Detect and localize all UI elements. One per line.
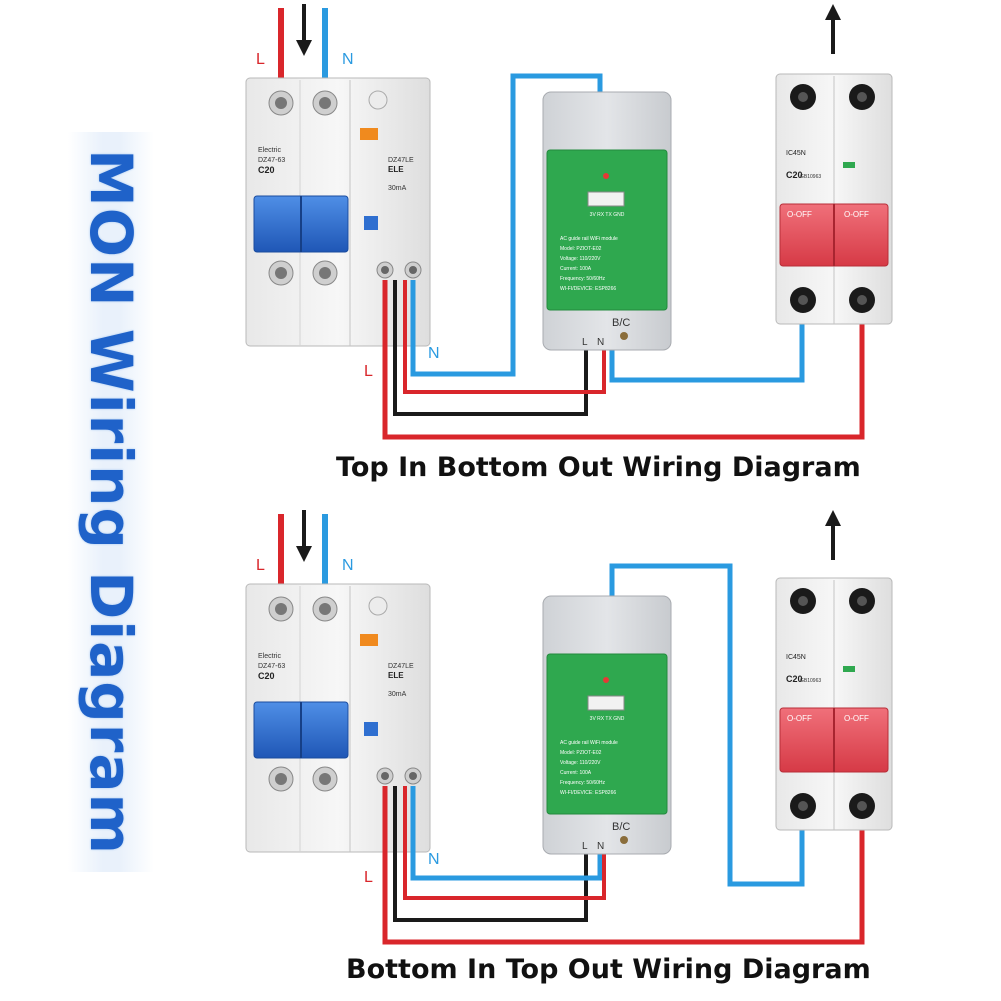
breaker-standard-2: GB10963 xyxy=(800,678,821,684)
module-line1-2: AC guide rail WiFi module xyxy=(560,740,618,746)
supply-neutral-label: N xyxy=(342,51,354,68)
module-line2-2: Model: PZIOT-E02 xyxy=(560,750,602,756)
supply-live-label: L xyxy=(256,51,265,68)
bottom-diagram: L N Electric DZ47-63 C20 DZ47LE ELE 30mA xyxy=(245,510,893,945)
module-ports-2: 3V RX TX GND xyxy=(590,716,625,722)
module-line1: AC guide rail WiFi module xyxy=(560,236,618,242)
rcbo-live-to-module-wire-2 xyxy=(393,786,588,922)
bottom-diagram-caption: Bottom In Top Out Wiring Diagram xyxy=(346,954,871,985)
rcbo-live-to-breaker-wire xyxy=(382,280,865,440)
rcbo-trip-current-2: 30mA xyxy=(388,691,407,698)
breaker-off-label-right-2: O-OFF xyxy=(844,714,869,723)
breaker-model: IC45N xyxy=(786,150,806,157)
module-neutral-to-breaker-wire-2 xyxy=(609,563,805,887)
rcbo-model-right-2: DZ47LE xyxy=(388,663,414,670)
breaker-off-label-left: O-OFF xyxy=(787,210,812,219)
output-breaker: IC45N C20 GB10963 O-OFF O-OFF xyxy=(775,73,893,325)
module-terminal-n: N xyxy=(597,337,604,348)
breaker-standard: GB10963 xyxy=(800,174,821,180)
module-live-wire xyxy=(403,280,606,394)
rcbo-rating-left: C20 xyxy=(258,165,275,175)
output-arrow xyxy=(825,4,841,54)
module-line6-2: WI-FI/DEVICE: ESP8266 xyxy=(560,790,616,796)
rcbo-neutral-label-2: N xyxy=(428,851,440,868)
module-button-label: B/C xyxy=(612,317,630,329)
breaker-off-label-right: O-OFF xyxy=(844,210,869,219)
rcbo-brand: Electric xyxy=(258,147,281,154)
side-title-background xyxy=(68,132,154,872)
module-neutral-to-breaker-wire xyxy=(609,300,805,383)
rcbo-breaker-2: Electric DZ47-63 C20 DZ47LE ELE 30mA xyxy=(245,583,431,853)
rcbo-live-label-2: L xyxy=(364,869,373,886)
rcbo-rating-left-2: C20 xyxy=(258,671,275,681)
supply-neutral-label-2: N xyxy=(342,557,354,574)
output-arrow-2 xyxy=(825,510,841,560)
module-button-label-2: B/C xyxy=(612,821,630,833)
module-ports: 3V RX TX GND xyxy=(590,212,625,218)
module-line3: Voltage: 110/220V xyxy=(560,256,601,262)
rcbo-model-right: DZ47LE xyxy=(388,157,414,164)
rcbo-model-left: DZ47-63 xyxy=(258,157,285,164)
output-breaker-2: IC45N C20 GB10963 O-OFF O-OFF xyxy=(775,577,893,831)
rcbo-neutral-label: N xyxy=(428,345,440,362)
module-live-wire-2 xyxy=(403,786,606,900)
breaker-off-label-left-2: O-OFF xyxy=(787,714,812,723)
breaker-model-2: IC45N xyxy=(786,654,806,661)
rcbo-type-right: ELE xyxy=(388,165,404,174)
input-arrow-2 xyxy=(296,510,312,562)
rcbo-neutral-to-module-wire-2 xyxy=(410,786,603,881)
rcbo-brand-2: Electric xyxy=(258,653,281,660)
supply-live-label-2: L xyxy=(256,557,265,574)
module-line4-2: Current: 100A xyxy=(560,770,592,776)
module-line4: Current: 100A xyxy=(560,266,592,272)
module-line5: Frequency: 50/60Hz xyxy=(560,276,606,282)
top-diagram: L N Electric DZ47-63 C20 DZ47LE ELE 30mA xyxy=(245,4,893,440)
rcbo-model-left-2: DZ47-63 xyxy=(258,663,285,670)
wifi-energy-module-2: 3V RX TX GND AC guide rail WiFi module M… xyxy=(542,595,672,855)
wifi-energy-module: 3V RX TX GND AC guide rail WiFi module M… xyxy=(542,91,672,351)
rcbo-live-to-module-wire xyxy=(393,280,588,416)
module-line2: Model: PZIOT-E02 xyxy=(560,246,602,252)
module-terminal-l: L xyxy=(582,337,588,348)
module-terminal-l-2: L xyxy=(582,841,588,852)
rcbo-trip-current: 30mA xyxy=(388,185,407,192)
input-arrow xyxy=(296,4,312,56)
top-diagram-caption: Top In Bottom Out Wiring Diagram xyxy=(336,452,861,483)
module-line5-2: Frequency: 50/60Hz xyxy=(560,780,606,786)
module-line6: WI-FI/DEVICE: ESP8266 xyxy=(560,286,616,292)
side-title-banner: MON Wiring Diagram xyxy=(68,132,154,872)
rcbo-type-right-2: ELE xyxy=(388,671,404,680)
module-terminal-n-2: N xyxy=(597,841,604,852)
rcbo-live-label: L xyxy=(364,363,373,380)
rcbo-breaker: Electric DZ47-63 C20 DZ47LE ELE 30mA xyxy=(245,77,431,347)
breaker-rating-2: C20 xyxy=(786,674,803,684)
breaker-rating: C20 xyxy=(786,170,803,180)
module-line3-2: Voltage: 110/220V xyxy=(560,760,601,766)
rcbo-live-to-breaker-wire-2 xyxy=(382,786,865,945)
